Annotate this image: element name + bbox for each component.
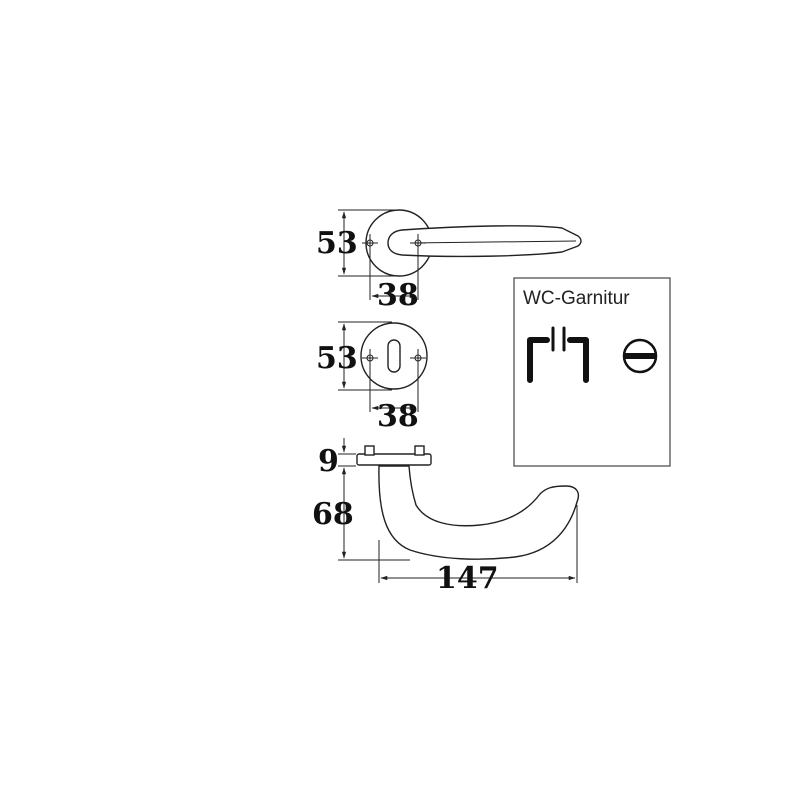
wc-lever-pair-icon	[527, 326, 589, 383]
screw-right-icon	[410, 349, 426, 367]
keyhole-icon	[387, 339, 401, 373]
slot-turn-icon	[622, 338, 658, 374]
handle-drop-label: 68	[312, 497, 354, 532]
escutcheon-width-label: 38	[377, 399, 419, 434]
escutcheon-height-label: 53	[316, 341, 358, 376]
screw-left-icon	[362, 234, 378, 252]
rose-top-width-label: 38	[377, 278, 419, 313]
rose-top-height-label: 53	[316, 226, 358, 261]
rose-thickness-label: 9	[318, 444, 339, 479]
screw-right-icon	[410, 234, 426, 252]
screw-left-icon	[362, 349, 378, 367]
wc-set-box: WC-Garnitur	[513, 277, 671, 467]
lever-side-view: 9 68 147	[312, 438, 580, 596]
handle-length-label: 147	[436, 561, 499, 596]
escutcheon-view: 53 38	[316, 321, 428, 434]
wc-set-title: WC-Garnitur	[523, 288, 630, 309]
lever-rose-top-view: 53 38	[316, 209, 582, 313]
